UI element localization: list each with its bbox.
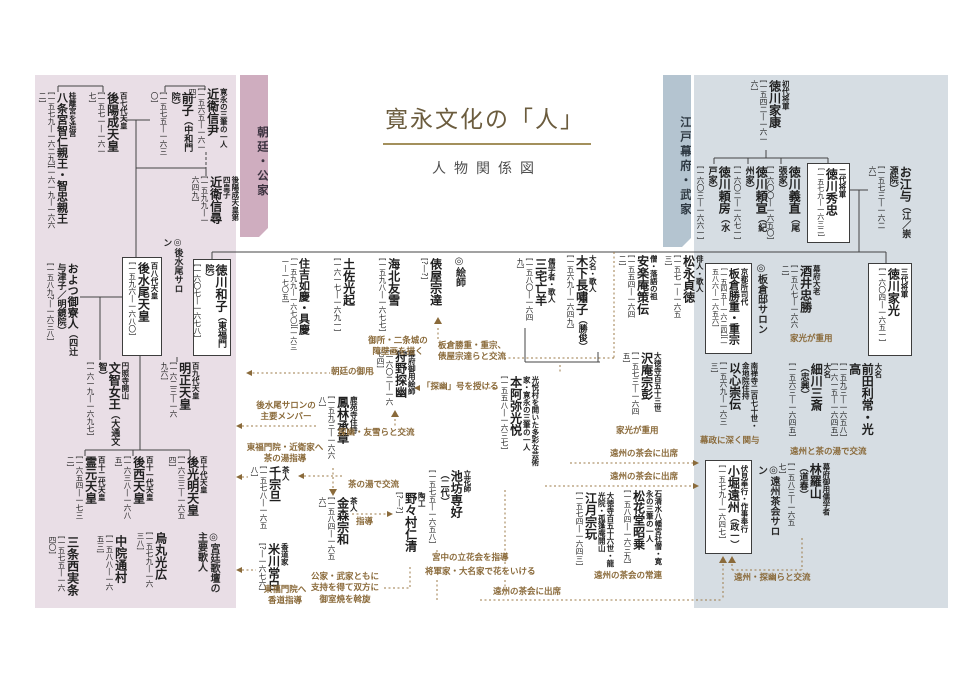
group-enshu-salon: ◎遠州茶会サロン [755, 465, 780, 536]
note-tanyu-yusetsu: 探幽・友雪らと交流 [338, 428, 415, 438]
person-matsunaga-teitoku: 俳人・歌人松永貞徳[一五七一―一六五三] [664, 255, 705, 318]
person-kano-tanyu: 幕府御用絵師狩野探幽[一六〇二―一六七四] [376, 350, 417, 406]
person-hayashi-razan: 幕府御用儒学者林羅山（道春）[一五八三―一六五七] [778, 463, 831, 526]
note-kodo-teaching: 東福門院へ 香道指導 [263, 585, 307, 607]
group-painters: ◎絵師 [453, 256, 465, 287]
person-miyake-boyo: 儒学者・歌人三宅亡羊[一五八〇―一六四九] [516, 258, 557, 321]
person-karasumaru-mitsuhiro: 烏丸光広[一五七九―一六三八] [136, 532, 168, 588]
person-gosai-emperor: 百十一代天皇後西天皇[一六三八―一六八五] [114, 456, 155, 519]
person-sen-sotan: 茶人千宗旦[一五七八―一六五八] [250, 466, 291, 529]
person-hachijonomiya: 桂離宮を造営八条宮智仁親王・智忠親王[一五七九―一六二九][一六一九―一六六二] [38, 92, 78, 229]
note-tea-exchange: 茶の湯で交流 [348, 480, 400, 490]
person-oyotsu: およつ御寮人（四辻与津子／明鏡院）[一五八九?―一六三八] [46, 263, 80, 356]
note-iemitsu-favor-takuan: 家光が重用 [616, 426, 659, 436]
note-iemitsu-favor-sakai: 家光が重用 [790, 334, 833, 344]
person-tawaraya-sotatsu: 俵屋宗達[?―?] [420, 258, 443, 306]
person-hosokawa-sansai: 大名細川三斎（忠興）[一五六三―一六四五] [788, 363, 832, 437]
note-itakura-sotatsu: 板倉勝重・重宗、 俵屋宗達らと交流 [438, 341, 507, 363]
person-gomizunoo-emperor: 百八代天皇後水尾天皇[一五九六―一六八〇] [122, 257, 162, 356]
note-rikka-court: 宮中の立花会を指導 [432, 553, 509, 563]
person-reigen-emperor: 百十二代天皇霊元天皇[一六五四―一七三二] [66, 456, 107, 519]
person-sakiko: 前子（中和門院）[一五七五―一六三〇] [150, 92, 195, 155]
person-konoe-nobuhiro: 後陽成天皇第四皇子近衛信尋[一五九九―一六四九] [191, 176, 240, 224]
person-tokugawa-kazuko: 徳川和子（東福門院）[一六〇七―一六七八] [193, 259, 231, 356]
person-tokugawa-yorinobu: 徳川頼宣（紀州家）[一六〇二―一六七一] [733, 166, 769, 240]
person-kinoshita-choshoshi: 大名・歌人木下長嘯子（勝俊）[一五六九―一六四九] [566, 255, 598, 351]
note-enshu-tea-3: 遠州の茶会に出席 [493, 587, 562, 597]
person-horin-josho: 鹿苑寺住持鳳林承章[一五九三―一六六八] [318, 396, 359, 459]
person-gokomyo-emperor: 百十代天皇後光明天皇[一六三三―一六五四] [168, 456, 209, 519]
person-ishin-suden: 南禅寺二百七十世・金地院住持以心崇伝[一五六九―一六三三] [710, 362, 759, 430]
note-enshu-regular: 遠州の茶会の常連 [594, 571, 663, 581]
person-tosa-mitsuoki: 土佐光起[一六一七―一六九一] [333, 258, 356, 332]
person-tokugawa-iemitsu: 三代将軍徳川家光[一六〇四―一六五一] [868, 263, 912, 356]
person-goyozei-emperor: 百七代天皇後陽成天皇[一五七一―一六一七] [88, 92, 129, 155]
note-palace-paintings: 御所・二条城の 障壁画を描く [368, 336, 428, 358]
tab-shogunate-label: 江戸幕府・武家 [679, 116, 693, 218]
note-salon-member: 後水尾サロンの 主要メンバー [256, 401, 316, 423]
note-enshu-tea-2: 遠州の茶会に出席 [610, 472, 679, 482]
person-itakura: 京都所司代板倉勝重・重宗[一五四五―一六二四][一五八六―一六五六] [705, 263, 752, 354]
person-shokado-shojo: 石清水八幡宮社僧・寛永の三筆の一人松花堂昭乗[一五八四―一六三九] [623, 490, 663, 565]
note-enshu-tanyu: 遠州・探幽らと交流 [734, 573, 811, 583]
note-bakusei: 幕政に深く関与 [700, 436, 760, 446]
page-subtitle: 人物関係図 [432, 161, 542, 177]
note-rikka-shogun: 将軍家・大名家で花をいける [425, 567, 536, 577]
note-omuroyaki: 公家・武家ともに 支持を得て双方に 御室焼を斡旋 [310, 572, 379, 605]
person-tokugawa-yorifusa: 徳川頼房（水戸家）[一六〇三―一六六一] [696, 166, 732, 240]
person-kaiho-yusetsu: 海北友雪[一五九八―一六七七] [378, 258, 401, 332]
person-tokugawa-ieyasu: 初代将軍徳川家康[一五四二―一六一六] [750, 80, 791, 143]
note-court-service: 朝廷の御用 [331, 367, 374, 377]
note-tanyu-title: 「探幽」号を授ける [422, 382, 499, 392]
person-honami-koetsu: 光悦村を開いた多彩な芸術家・寛永の三筆の一人本阿弥光悦[一五五八―一六三七] [500, 376, 540, 466]
note-enshu-tea-exchange: 遠州と茶の湯で交流 [790, 447, 867, 457]
group-itakura-salon: ◎板倉邸サロン [755, 263, 767, 334]
person-kanamori-sowa: 茶人金森宗和[一五八四―一六五六] [318, 497, 359, 560]
page-title: 寛永文化の「人」 [383, 100, 591, 145]
person-sakai-tadakatsu: 幕府大老酒井忠勝[一五八七―一六六二] [781, 265, 822, 328]
person-sumiyoshi: 住吉如慶・具慶[一五九九―一六七〇][一六三一―一七〇五] [281, 258, 311, 351]
person-maeda: 大名前田利常・光高[一五九三―一六五八][一六一五―一六四五] [830, 363, 883, 437]
person-sanjonishi-saneeda: 三条西実条[一五七五―一六四〇] [48, 536, 80, 596]
person-yonekawa-johaku: 香道家米川常白[?―一六七六] [258, 543, 290, 591]
note-enshu-tea-1: 遠州の茶会に出席 [610, 449, 679, 459]
group-court-poets: ◎宮廷歌壇の主要歌人 [195, 532, 220, 593]
note-tea-teaching: 東福門院・近衛家へ 茶の湯指導 [246, 443, 324, 465]
person-takuan-soho: 大徳寺百五十三世沢庵宗彭[一五七三―一六四五] [622, 352, 663, 415]
person-nonomura-ninsei: 陶工野々村仁清[?―?] [395, 492, 427, 552]
note-shido: 指導 [356, 517, 374, 527]
group-gomizunoo-salon: ◎後水尾サロン [161, 238, 183, 293]
diagram-title-block: 寛永文化の「人」 人物関係図 [383, 100, 591, 178]
person-tokugawa-hidetada: 二代将軍徳川秀忠[一五七九―一六三二] [807, 163, 850, 243]
person-kogetsu-sogan: 大徳寺百五十六世・龍光院・孤篷庵開山江月宗玩[一五七四―一六四三] [575, 492, 615, 567]
person-tokugawa-yoshinao: 徳川義直（尾張家）[一六〇〇―一六五〇] [766, 166, 802, 240]
person-konoe-nobutada: 寛永の三筆の一人近衛信尹[一五六五―一六一四] [188, 88, 229, 151]
person-anrakuan-sakuden: 僧・落語の祖安楽庵策伝[一五五四―一六四二] [618, 255, 659, 318]
tab-shogunate: 江戸幕府・武家 [663, 75, 691, 247]
tab-court-label: 朝廷・公家 [256, 125, 270, 199]
person-kobori-enshu: 伏見奉行・作事奉行小堀遠州（政一）[一五七九―一六四七] [705, 460, 752, 554]
person-bunchi: 円照寺開山文智女王（大通文智）[一六一九―一六九七] [86, 362, 130, 446]
person-ikenobo-senko: 立花師池坊専好（二代）[一五七五―一六五八] [428, 470, 472, 544]
tab-court-nobles: 朝廷・公家 [240, 75, 268, 237]
person-nakanoin-michimura: 中院通村[一五八八―一六五三] [96, 535, 128, 591]
person-oeyo: お江与（江／崇源院）[一五七三―一六二六] [868, 166, 913, 238]
person-meisho-emperor: 百九代天皇明正天皇[一六二三―一六九六] [160, 362, 201, 418]
